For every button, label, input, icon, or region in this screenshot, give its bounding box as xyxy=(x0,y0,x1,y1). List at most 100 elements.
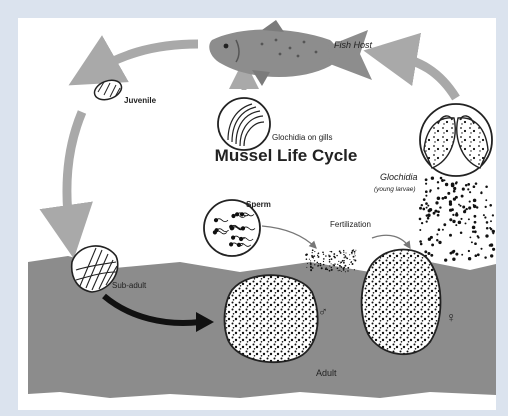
glochidium-dot xyxy=(444,258,447,261)
sperm-dot xyxy=(339,270,340,271)
glochidium-dot xyxy=(466,208,468,210)
glochidium-dot xyxy=(465,184,468,187)
sperm-dot xyxy=(354,253,355,254)
sperm-dot xyxy=(334,256,335,257)
glochidium-dot xyxy=(474,215,477,218)
sperm-dot xyxy=(323,258,325,260)
glochidium-dot xyxy=(485,199,487,201)
glochidium-dot xyxy=(467,183,470,186)
sperm-dot xyxy=(351,252,353,254)
sperm-dot xyxy=(355,250,356,251)
glochidium-dot xyxy=(467,188,469,190)
glochidium-dot xyxy=(449,209,452,212)
glochidium-dot xyxy=(426,214,428,216)
glochidium-dot xyxy=(473,204,475,206)
sperm-dot xyxy=(310,269,312,271)
glochidium-dot xyxy=(485,234,488,237)
sperm-dot xyxy=(354,251,356,253)
sperm-dot xyxy=(318,263,319,264)
glochidium-dot xyxy=(425,183,427,185)
sperm-dot xyxy=(310,266,312,268)
sperm-dot xyxy=(321,267,323,269)
glochidium-dot xyxy=(425,190,428,193)
glochidium-dot xyxy=(425,202,428,205)
sperm-dot xyxy=(323,261,324,262)
glochidium-dot xyxy=(480,192,482,194)
sperm-dot xyxy=(338,261,339,262)
sperm-dot xyxy=(354,260,356,262)
sperm-dot xyxy=(341,271,342,272)
sperm-dot xyxy=(306,258,308,260)
sperm-dot xyxy=(343,250,344,251)
label-glochidia-on-gills: Glochidia on gills xyxy=(272,133,332,142)
glochidium-dot xyxy=(486,221,489,224)
glochidium-dot xyxy=(460,232,463,235)
sperm-dot xyxy=(329,259,330,260)
sperm-dot xyxy=(314,260,315,261)
sperm-dot xyxy=(354,269,355,270)
sperm-dot xyxy=(344,265,346,267)
sperm-dot xyxy=(318,253,319,254)
glochidium-dot xyxy=(452,220,455,223)
glochidium-dot xyxy=(485,206,487,208)
sperm-dot xyxy=(317,255,318,256)
sperm-dot xyxy=(320,263,322,265)
glochidium-dot xyxy=(428,238,431,241)
sperm-dot xyxy=(339,265,341,267)
sperm-dot xyxy=(309,259,310,260)
glochidium-dot xyxy=(474,242,477,245)
sperm-dot xyxy=(312,267,314,269)
glochidium-dot xyxy=(458,221,462,225)
glochidium-dot xyxy=(468,206,471,209)
glochidium-dot xyxy=(460,218,462,220)
sperm-dot xyxy=(307,263,308,264)
glochidium-dot xyxy=(477,235,479,237)
glochidium-dot xyxy=(444,179,446,181)
sperm-dot xyxy=(314,255,315,256)
sperm-dot xyxy=(327,269,329,271)
glochidium-dot xyxy=(442,197,445,200)
glochidium-dot xyxy=(489,204,492,207)
glochidium-dot xyxy=(441,179,444,182)
sperm-dot xyxy=(352,250,354,252)
sperm-dot xyxy=(353,259,354,260)
glochidium-dot xyxy=(472,226,476,230)
glochidium-dot xyxy=(419,218,422,221)
glochidium-dot xyxy=(437,187,439,189)
glochidium-dot xyxy=(484,216,486,218)
sperm-dot xyxy=(336,255,337,256)
sperm-dot xyxy=(344,260,345,261)
sperm-dot xyxy=(338,270,339,271)
sperm-dot xyxy=(352,263,354,265)
glochidium-dot xyxy=(469,236,471,238)
glochidium-dot xyxy=(419,240,422,243)
glochidium-dot xyxy=(436,233,438,235)
sperm-dot xyxy=(331,258,333,260)
sperm-dot xyxy=(347,270,348,271)
glochidium-dot xyxy=(453,187,456,190)
sperm-dot xyxy=(344,255,346,257)
female-symbol: ♀ xyxy=(446,309,457,325)
glochidium-dot xyxy=(453,190,456,193)
glochidium-dot xyxy=(429,189,431,191)
glochidium-dot xyxy=(475,254,478,257)
glochidium-dot xyxy=(469,191,471,193)
sperm-dot xyxy=(343,254,344,255)
sperm-dot xyxy=(331,263,332,264)
glochidium-dot xyxy=(420,243,423,246)
label-adult: Adult xyxy=(316,368,337,378)
glochidium-dot xyxy=(427,252,430,255)
sperm-dot xyxy=(337,264,338,265)
glochidium-dot xyxy=(444,196,447,199)
glochidium-dot xyxy=(485,186,488,189)
glochidium-dot xyxy=(492,232,494,234)
glochidium-dot xyxy=(425,178,428,181)
glochidium-dot xyxy=(423,198,426,201)
label-fish-host: Fish Host xyxy=(334,40,373,50)
sperm-dot xyxy=(345,252,346,253)
sperm-dot xyxy=(349,259,350,260)
sperm-dot xyxy=(328,254,329,255)
glochidium-dot xyxy=(442,229,444,231)
glochidium-dot xyxy=(453,250,455,252)
